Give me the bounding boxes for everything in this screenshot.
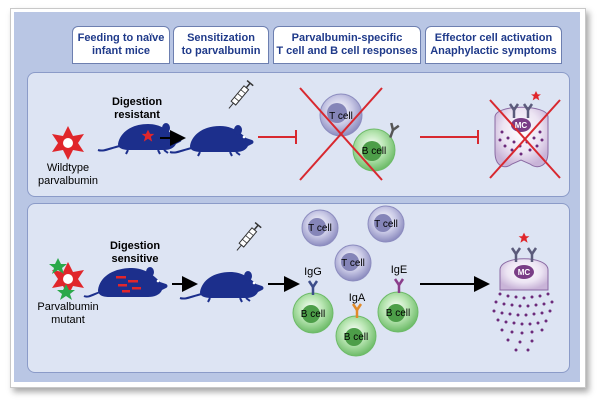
b-cell-igg-nucleus [302,305,320,323]
panel-wildtype [27,72,570,197]
igg-label: IgG [304,266,322,278]
header-sensitization-line2: to parvalbumin [181,45,261,57]
digestion-sensitive-line2: sensitive [111,253,159,265]
cross-out-cells [299,87,383,181]
mast-cell-bottom-label: MC [517,268,531,277]
t-cell-top-nucleus [327,103,347,123]
b-cell-iga-nucleus [345,328,363,346]
t-cell-top-label: T cell [329,111,353,122]
mouse-icon-bottom [83,267,168,298]
header-effector-line1: Effector cell activation [434,32,553,44]
t-cell-bottom-2-label: T cell [374,219,398,230]
digestion-resistant-line1: Digestion [111,96,163,108]
t-cell-bottom-1-label: T cell [308,223,332,234]
mast-cell-bottom [499,246,549,291]
b-cell-ige-nucleus [387,304,405,322]
inhibition-arrow-top-2 [420,130,479,144]
header-feeding-line1: Feeding to naïve [77,32,165,44]
digestion-sensitive-label: Digestion sensitive [100,240,170,266]
t-cell-bottom-3-nucleus [341,253,359,271]
header-effector-line2: Anaphylactic symptoms [430,45,557,57]
syringe-icon-bottom [233,221,262,254]
header-feeding-line2: infant mice [91,45,151,57]
allergen-star-bottom [518,232,530,243]
digestion-resistant-line2: resistant [114,109,160,121]
mutant-parvalbumin-icon [49,258,84,300]
mutant-label-line2: mutant [51,314,85,326]
iga-label: IgA [348,292,366,304]
wildtype-label-line1: Wildtype [46,162,90,174]
wildtype-label: Wildtype parvalbumin [30,162,106,188]
mouse-icon-bottom-sensitized [179,270,265,303]
t-cell-bottom-1-nucleus [308,218,326,236]
mast-cell-top-label: MC [514,121,528,130]
wildtype-parvalbumin-icon [52,126,84,160]
ige-label: IgE [390,264,408,276]
inhibition-arrow-top-1 [258,130,297,144]
header-responses-line2: T cell and B cell responses [276,45,418,57]
allergen-star-top [531,91,541,101]
b-cell-top-nucleus [362,141,382,161]
b-cell-top-label: B cell [361,146,387,157]
mutant-label-line1: Parvalbumin [37,301,99,313]
b-cell-igg-label: B cell [300,309,326,320]
digestion-resistant-label: Digestion resistant [102,96,172,122]
b-cell-iga-label: B cell [343,332,369,343]
t-cell-bottom-2-nucleus [374,214,392,232]
t-cell-bottom-3-label: T cell [341,258,365,269]
ige-antibody-icon [393,277,405,295]
mouse-icon-top-sensitized [169,124,255,157]
b-cell-ige-label: B cell [385,308,411,319]
degranulation-granules [492,292,554,352]
syringe-icon-top [225,79,254,112]
cross-out-mast-cell [489,99,561,179]
header-sensitization-line1: Sensitization [187,32,255,44]
wildtype-label-line2: parvalbumin [38,175,98,187]
header-responses-line1: Parvalbumin-specific [291,32,403,44]
digestion-sensitive-line1: Digestion [109,240,161,252]
mutant-label: Parvalbumin mutant [30,301,106,327]
